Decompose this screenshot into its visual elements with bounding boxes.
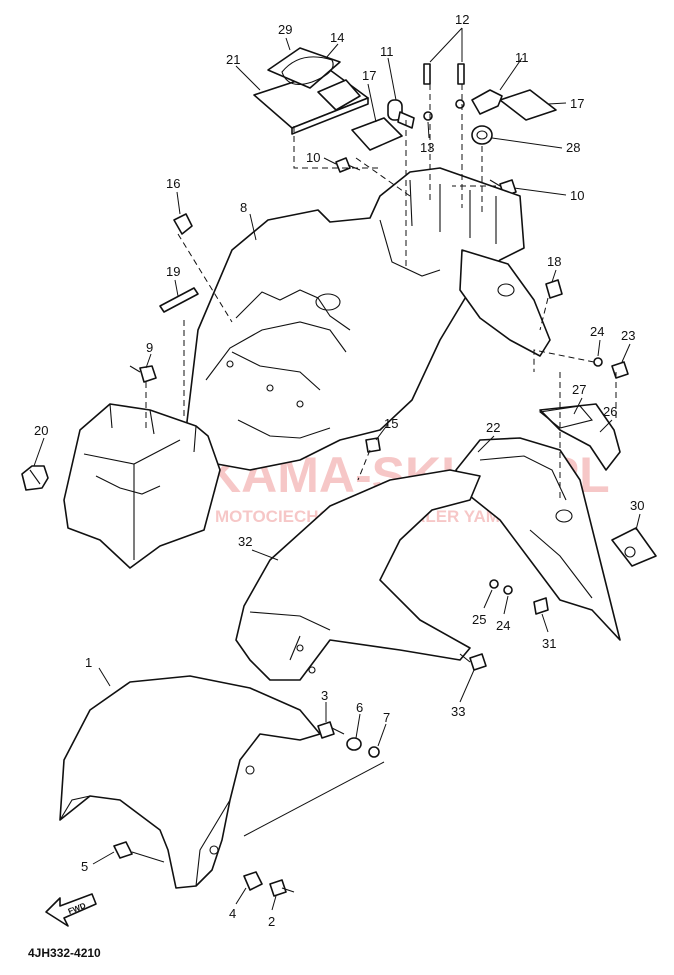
- callout-label: 2: [268, 914, 275, 929]
- part-6-nut: [346, 737, 362, 751]
- part-21-plate: [253, 47, 369, 135]
- part-22-flap: [455, 437, 621, 641]
- callout-label: 18: [547, 254, 561, 269]
- callout-label: 11: [515, 50, 529, 65]
- part-18-grommet: [545, 279, 563, 299]
- callout-label: 10: [306, 150, 320, 165]
- part-7-washer: [368, 746, 380, 758]
- callout-label: 22: [486, 420, 500, 435]
- part-30-reflector: [611, 527, 657, 567]
- part-16-cap: [173, 213, 193, 235]
- callout-label: 24: [590, 324, 604, 339]
- part-2-bolt: [269, 879, 295, 897]
- part-24-washer-top: [593, 357, 603, 367]
- part-27-seal: [538, 405, 593, 429]
- callout-label: 14: [330, 30, 344, 45]
- callout-label: 16: [166, 176, 180, 191]
- callout-label: 32: [238, 534, 252, 549]
- part-11-clamp-left: [387, 99, 415, 129]
- callout-label: 20: [34, 423, 48, 438]
- callout-label: 10: [570, 188, 584, 203]
- part-33-bolt: [459, 653, 487, 671]
- callout-label: 33: [451, 704, 465, 719]
- leader-lines: [33, 27, 641, 911]
- part-12-bolts: [423, 63, 465, 85]
- part-17-pad-left: [351, 117, 403, 151]
- part-23-screw: [611, 361, 629, 379]
- callout-label: 4: [229, 906, 236, 921]
- part-8-rear-fender: [185, 167, 525, 471]
- callout-label: 15: [384, 416, 398, 431]
- part-battery-box: [63, 403, 221, 569]
- part-11-clamp-right: [471, 89, 503, 115]
- part-19-strip: [159, 287, 199, 313]
- callout-label: 27: [572, 382, 586, 397]
- part-25-nut: [489, 579, 499, 589]
- fwd-arrow-icon: FWD: [45, 893, 97, 927]
- callout-label: 19: [166, 264, 180, 279]
- part-15-bolt: [365, 437, 381, 453]
- callout-label: 5: [81, 859, 88, 874]
- callout-label: 29: [278, 22, 292, 37]
- callout-label: 3: [321, 688, 328, 703]
- part-rear-bracket-right: [459, 249, 551, 357]
- callout-label: 30: [630, 498, 644, 513]
- part-1-front-fender: [59, 675, 321, 889]
- part-13-washer-right: [455, 99, 465, 109]
- callout-label: 25: [472, 612, 486, 627]
- part-32-inner-fender: [235, 469, 481, 681]
- callout-labels: 1 2 3 4 5 6 7 8 9 10 10 11 11 12 13 14 1…: [34, 12, 644, 929]
- callout-label: 17: [570, 96, 584, 111]
- part-10-bolt-left: [335, 157, 361, 173]
- part-4-nut: [243, 871, 263, 891]
- part-24-washer-bottom: [503, 585, 513, 595]
- part-20-clip: [21, 465, 49, 491]
- callout-label: 11: [380, 44, 394, 59]
- callout-label: 24: [496, 618, 510, 633]
- callout-label: 7: [383, 710, 390, 725]
- callout-label: 9: [146, 340, 153, 355]
- part-9-bolt: [129, 365, 157, 383]
- part-26-reflector: [539, 403, 621, 471]
- callout-label: 31: [542, 636, 556, 651]
- callout-label: 6: [356, 700, 363, 715]
- part-5-cap: [113, 841, 133, 859]
- callout-label: 21: [226, 52, 240, 67]
- callout-label: 23: [621, 328, 635, 343]
- callout-label: 1: [85, 655, 92, 670]
- callout-label: 26: [603, 404, 617, 419]
- part-28-grommet: [471, 125, 493, 145]
- callout-label: 13: [420, 140, 434, 155]
- callout-label: 8: [240, 200, 247, 215]
- part-17-pad-right: [499, 89, 557, 121]
- callout-label: 17: [362, 68, 376, 83]
- part-13-washer: [423, 111, 433, 121]
- part-3-bolt: [317, 721, 345, 739]
- callout-label: 28: [566, 140, 580, 155]
- part-31-bolt: [533, 597, 549, 615]
- callout-label: 12: [455, 12, 469, 27]
- assembly-lines: [131, 84, 617, 863]
- diagram-code: 4JH332-4210: [28, 946, 101, 960]
